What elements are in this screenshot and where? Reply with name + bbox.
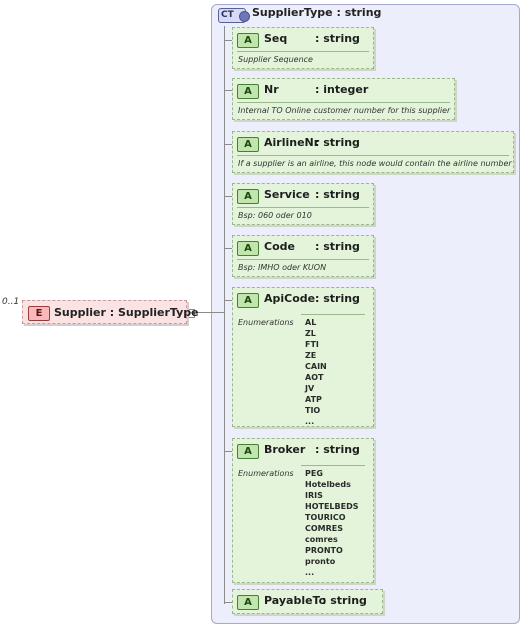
divider bbox=[237, 207, 369, 208]
attribute-name: AirlineNr bbox=[264, 136, 320, 149]
enum-value: ZE bbox=[305, 351, 317, 360]
attribute-type: : string bbox=[315, 188, 360, 201]
divider bbox=[301, 314, 365, 315]
attribute-badge: A bbox=[237, 444, 259, 459]
element-connector bbox=[198, 312, 224, 313]
attribute-name: Broker bbox=[264, 443, 306, 456]
enumerations-label: Enumerations bbox=[238, 469, 294, 478]
attribute-name: Nr bbox=[264, 83, 279, 96]
attribute-seq[interactable]: A Seq : string Supplier Sequence bbox=[232, 27, 374, 69]
enum-value: comres bbox=[305, 535, 338, 544]
attribute-type: : string bbox=[322, 594, 367, 607]
sequence-icon bbox=[239, 11, 250, 22]
enum-value: FTI bbox=[305, 340, 319, 349]
enum-value: CAIN bbox=[305, 362, 327, 371]
enum-value: PRONTO bbox=[305, 546, 343, 555]
enum-value: ATP bbox=[305, 395, 322, 404]
attribute-apicode[interactable]: A ApiCode : string Enumerations AL ZL FT… bbox=[232, 287, 374, 427]
divider bbox=[237, 155, 509, 156]
connector-stub bbox=[224, 144, 232, 145]
attribute-badge: A bbox=[237, 189, 259, 204]
attribute-nr[interactable]: A Nr : integer Internal TO Online custom… bbox=[232, 78, 455, 120]
connector-stub bbox=[224, 602, 232, 603]
enum-value: TOURICO bbox=[305, 513, 346, 522]
divider bbox=[237, 259, 369, 260]
attribute-type: : string bbox=[315, 240, 360, 253]
enumerations-label: Enumerations bbox=[238, 318, 294, 327]
divider bbox=[237, 51, 369, 52]
attribute-doc: If a supplier is an airline, this node w… bbox=[238, 159, 512, 168]
element-cardinality: 0..1 bbox=[2, 297, 20, 307]
attribute-type: : string bbox=[315, 136, 360, 149]
enum-value: ZL bbox=[305, 329, 316, 338]
attribute-badge: A bbox=[237, 293, 259, 308]
attribute-name: ApiCode bbox=[264, 292, 316, 305]
enum-value: ... bbox=[305, 417, 315, 426]
element-badge: E bbox=[28, 306, 50, 321]
attribute-name: PayableTo bbox=[264, 594, 327, 607]
attribute-badge: A bbox=[237, 595, 259, 610]
divider bbox=[301, 465, 365, 466]
connector-stub bbox=[224, 300, 232, 301]
attribute-type: : string bbox=[315, 32, 360, 45]
connector-stub bbox=[224, 40, 232, 41]
element-label: Supplier : SupplierType bbox=[54, 306, 199, 319]
sequence-connector bbox=[224, 26, 225, 604]
connector-stub bbox=[224, 90, 232, 91]
enum-value: Hotelbeds bbox=[305, 480, 351, 489]
attribute-name: Seq bbox=[264, 32, 288, 45]
enum-value: HOTELBEDS bbox=[305, 502, 359, 511]
attribute-doc: Bsp: 060 oder 010 bbox=[238, 211, 312, 220]
attribute-name: Service bbox=[264, 188, 310, 201]
enum-value: JV bbox=[305, 384, 315, 393]
attribute-code[interactable]: A Code : string Bsp: IMHO oder KUON bbox=[232, 235, 374, 277]
attribute-type: : string bbox=[315, 443, 360, 456]
attribute-doc: Supplier Sequence bbox=[238, 55, 313, 64]
attribute-badge: A bbox=[237, 33, 259, 48]
attribute-doc: Bsp: IMHO oder KUON bbox=[238, 263, 327, 272]
attribute-broker[interactable]: A Broker : string Enumerations PEG Hotel… bbox=[232, 438, 374, 583]
enum-value: pronto bbox=[305, 557, 336, 566]
enum-value: COMRES bbox=[305, 524, 344, 533]
divider bbox=[237, 102, 450, 103]
attribute-badge: A bbox=[237, 241, 259, 256]
attribute-doc: Internal TO Online customer number for t… bbox=[238, 106, 451, 115]
connector-stub bbox=[224, 196, 232, 197]
attribute-badge: A bbox=[237, 137, 259, 152]
attribute-type: : integer bbox=[315, 83, 369, 96]
enum-value: ... bbox=[305, 568, 315, 577]
element-supplier[interactable]: E Supplier : SupplierType bbox=[22, 300, 199, 324]
enumeration-list: AL ZL FTI ZE CAIN AOT JV ATP TIO ... bbox=[305, 317, 327, 427]
complex-type-badge: CT bbox=[218, 8, 250, 23]
complex-type-title: SupplierType : string bbox=[252, 6, 382, 19]
enum-value: AL bbox=[305, 318, 317, 327]
attribute-badge: A bbox=[237, 84, 259, 99]
enum-value: AOT bbox=[305, 373, 324, 382]
enum-value: IRIS bbox=[305, 491, 323, 500]
connector-stub bbox=[224, 451, 232, 452]
attribute-airlinenr[interactable]: A AirlineNr : string If a supplier is an… bbox=[232, 131, 514, 173]
enum-value: TIO bbox=[305, 406, 321, 415]
connector-stub bbox=[224, 248, 232, 249]
attribute-payableto[interactable]: A PayableTo : string bbox=[232, 589, 383, 614]
attribute-name: Code bbox=[264, 240, 295, 253]
enum-value: PEG bbox=[305, 469, 323, 478]
enumeration-list: PEG Hotelbeds IRIS HOTELBEDS TOURICO COM… bbox=[305, 468, 358, 578]
attribute-type: : string bbox=[315, 292, 360, 305]
attribute-service[interactable]: A Service : string Bsp: 060 oder 010 bbox=[232, 183, 374, 225]
